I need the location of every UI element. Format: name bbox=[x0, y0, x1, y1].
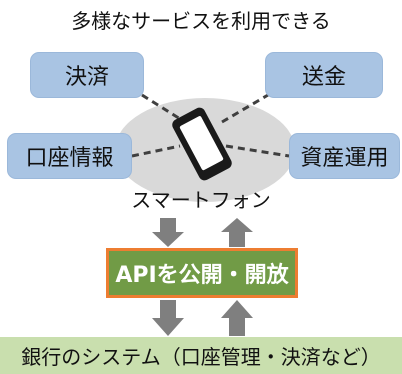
smartphone-icon bbox=[172, 107, 232, 181]
arrow-down-upper bbox=[152, 218, 184, 247]
service-remittance: 送金 bbox=[265, 52, 383, 98]
service-asset-management-label: 資産運用 bbox=[300, 146, 389, 171]
service-account-info: 口座情報 bbox=[7, 133, 132, 179]
service-remittance-label: 送金 bbox=[301, 65, 346, 90]
connector-account-info bbox=[131, 144, 181, 158]
connector-payment bbox=[141, 93, 186, 124]
bank-system-label: 銀行のシステム（口座管理・決済など） bbox=[21, 345, 381, 369]
api-box-label: APIを公開・開放 bbox=[115, 263, 289, 288]
api-box: APIを公開・開放 bbox=[106, 248, 298, 298]
connector-asset-management bbox=[225, 144, 290, 158]
bank-system-bar: 銀行のシステム（口座管理・決済など） bbox=[0, 337, 402, 374]
service-payment-label: 決済 bbox=[64, 65, 109, 90]
service-asset-management: 資産運用 bbox=[289, 133, 400, 179]
smartphone-label: スマートフォン bbox=[131, 188, 271, 212]
connector-remittance bbox=[221, 93, 269, 124]
arrow-up-lower bbox=[221, 300, 253, 336]
arrow-down-lower bbox=[152, 300, 184, 336]
arrow-up-upper bbox=[221, 218, 253, 247]
diagram-title: 多様なサービスを利用できる bbox=[71, 9, 331, 33]
service-account-info-label: 口座情報 bbox=[25, 146, 114, 171]
service-payment: 決済 bbox=[30, 52, 144, 98]
